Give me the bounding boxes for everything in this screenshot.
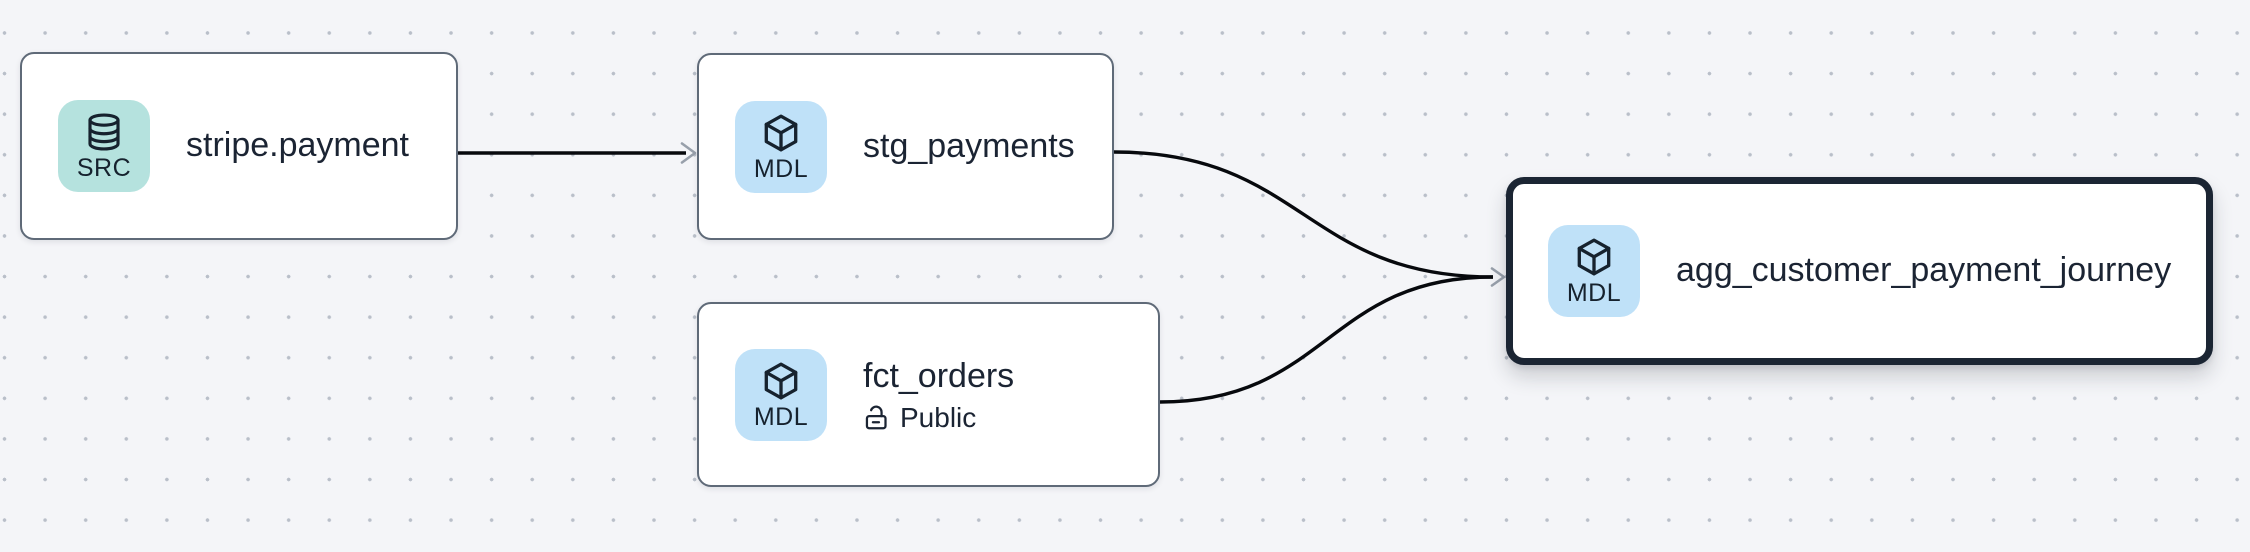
badge-label: MDL	[1566, 279, 1622, 307]
node-title: fct_orders	[863, 357, 1015, 396]
visibility-label: Public	[900, 401, 977, 433]
cube-icon	[1577, 238, 1611, 276]
unlock-icon	[865, 405, 887, 430]
arrowhead-icon	[1490, 267, 1506, 287]
model-kind-badge: MDL	[735, 348, 827, 441]
arrowhead-icon	[680, 142, 697, 164]
badge-label: SRC	[76, 154, 132, 182]
database-icon	[88, 113, 120, 151]
edge-fct-orders-to-agg	[1159, 275, 1494, 404]
cube-icon	[764, 114, 798, 151]
node-title: agg_customer_payment_journey	[1676, 251, 2172, 290]
node-title: stg_payments	[863, 126, 1075, 165]
source-kind-badge: SRC	[58, 100, 150, 192]
badge-label: MDL	[753, 154, 809, 183]
edge-stg-payments-to-agg	[1113, 150, 1494, 279]
badge-label: MDL	[753, 402, 809, 431]
model-kind-badge: MDL	[1548, 225, 1640, 317]
visibility-row: Public	[863, 401, 1014, 433]
node-stripe-payment[interactable]: SRC stripe.payment	[20, 52, 458, 240]
node-title: stripe.payment	[186, 126, 409, 165]
node-stg-payments[interactable]: MDL stg_payments	[697, 53, 1114, 240]
model-kind-badge: MDL	[735, 100, 827, 193]
cube-icon	[764, 362, 798, 399]
node-fct-orders[interactable]: MDL fct_orders Public	[697, 302, 1160, 487]
node-agg-customer-payment-journey[interactable]: MDL agg_customer_payment_journey	[1506, 177, 2213, 365]
